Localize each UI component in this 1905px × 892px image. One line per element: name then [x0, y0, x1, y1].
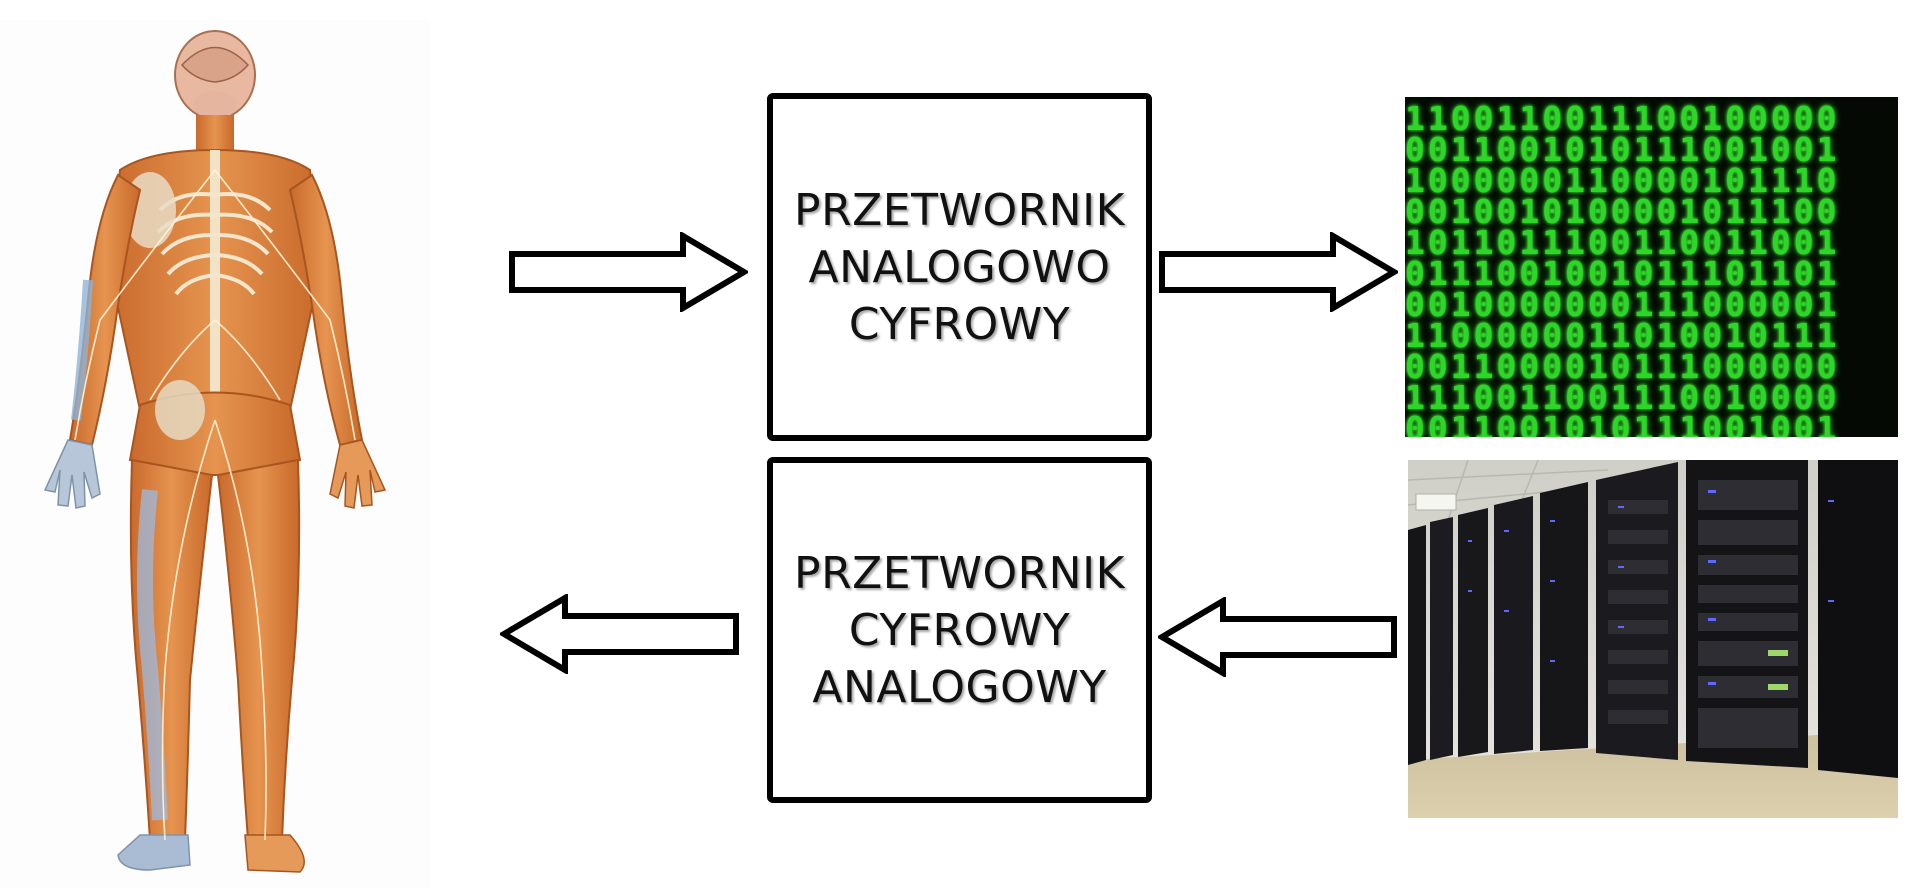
binary-row: 1100000011010010111: [1405, 316, 1840, 355]
human-figure: [43, 30, 387, 873]
arrow-right-to-adc-icon: [509, 232, 748, 312]
adc-line-2: ANALOGOWO: [808, 241, 1111, 293]
adc-line-1: PRZETWORNIK: [794, 184, 1125, 236]
arrow-right-to-digital-icon: [1159, 232, 1398, 312]
binary-row: 1011011100110011001: [1405, 223, 1840, 262]
server-racks-illustration: [1408, 460, 1898, 818]
adc-converter-box: PRZETWORNIK ANALOGOWO CYFROWY: [767, 93, 1152, 441]
dac-line-2: CYFROWY: [848, 604, 1071, 656]
dac-line-1: PRZETWORNIK: [794, 547, 1125, 599]
arrow-left-to-dac-icon: [1158, 597, 1397, 677]
binary-row: 0111001001011101101: [1405, 254, 1840, 293]
binary-row: 0011000010111000000: [1405, 347, 1840, 386]
binary-row: 1110011001110010000: [1405, 378, 1840, 417]
binary-row: 0011001010111001001: [1405, 409, 1840, 437]
binary-row: 0011001010111001001: [1405, 130, 1840, 169]
human-anatomy-illustration: [0, 20, 430, 888]
binary-row: 0010010100001011100: [1405, 192, 1840, 231]
server-room-image: [1408, 460, 1898, 818]
binary-data-image: 1100110011100100000 0011001010111001001 …: [1405, 97, 1898, 437]
adc-line-3: CYFROWY: [848, 298, 1071, 350]
binary-row: 0010000000111000001: [1405, 285, 1840, 324]
arrow-left-to-human-icon: [500, 594, 739, 674]
dac-converter-box: PRZETWORNIK CYFROWY ANALOGOWY: [767, 457, 1152, 803]
binary-row: 1100110011100100000: [1405, 99, 1840, 138]
dac-line-3: ANALOGOWY: [812, 661, 1107, 713]
binary-row: 1000000110000101110: [1405, 161, 1840, 200]
